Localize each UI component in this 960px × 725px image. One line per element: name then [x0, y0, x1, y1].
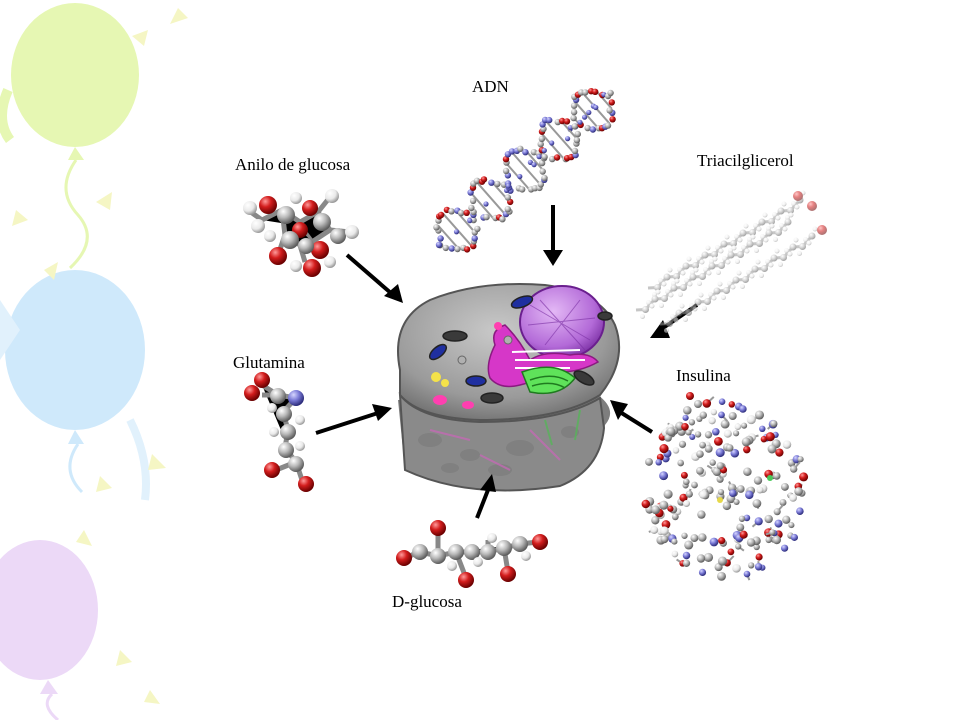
arrow-insulina — [610, 400, 652, 432]
label-d-glucosa: D-glucosa — [392, 592, 462, 612]
d-glucosa-molecule — [396, 520, 548, 588]
arrow-anilo — [347, 255, 403, 303]
label-insulina: Insulina — [676, 366, 731, 386]
cell-illustration — [398, 284, 619, 490]
insulina-molecule — [642, 392, 809, 581]
balloon-decoration-blue — [0, 270, 146, 500]
glutamina-molecule — [244, 372, 314, 492]
arrow-adn — [543, 205, 563, 266]
arrow-glutamina — [316, 404, 392, 433]
label-adn: ADN — [472, 77, 509, 97]
label-anilo-de-glucosa: Anilo de glucosa — [235, 155, 350, 175]
label-triacilglicerol: Triacilglicerol — [697, 151, 794, 171]
label-glutamina: Glutamina — [233, 353, 305, 373]
adn-molecule — [433, 88, 616, 253]
anilo-glucosa-molecule — [243, 189, 359, 277]
balloon-decoration-purple — [0, 540, 98, 720]
triacilglicerol-molecule — [636, 191, 827, 334]
balloon-decoration-green — [2, 3, 139, 268]
